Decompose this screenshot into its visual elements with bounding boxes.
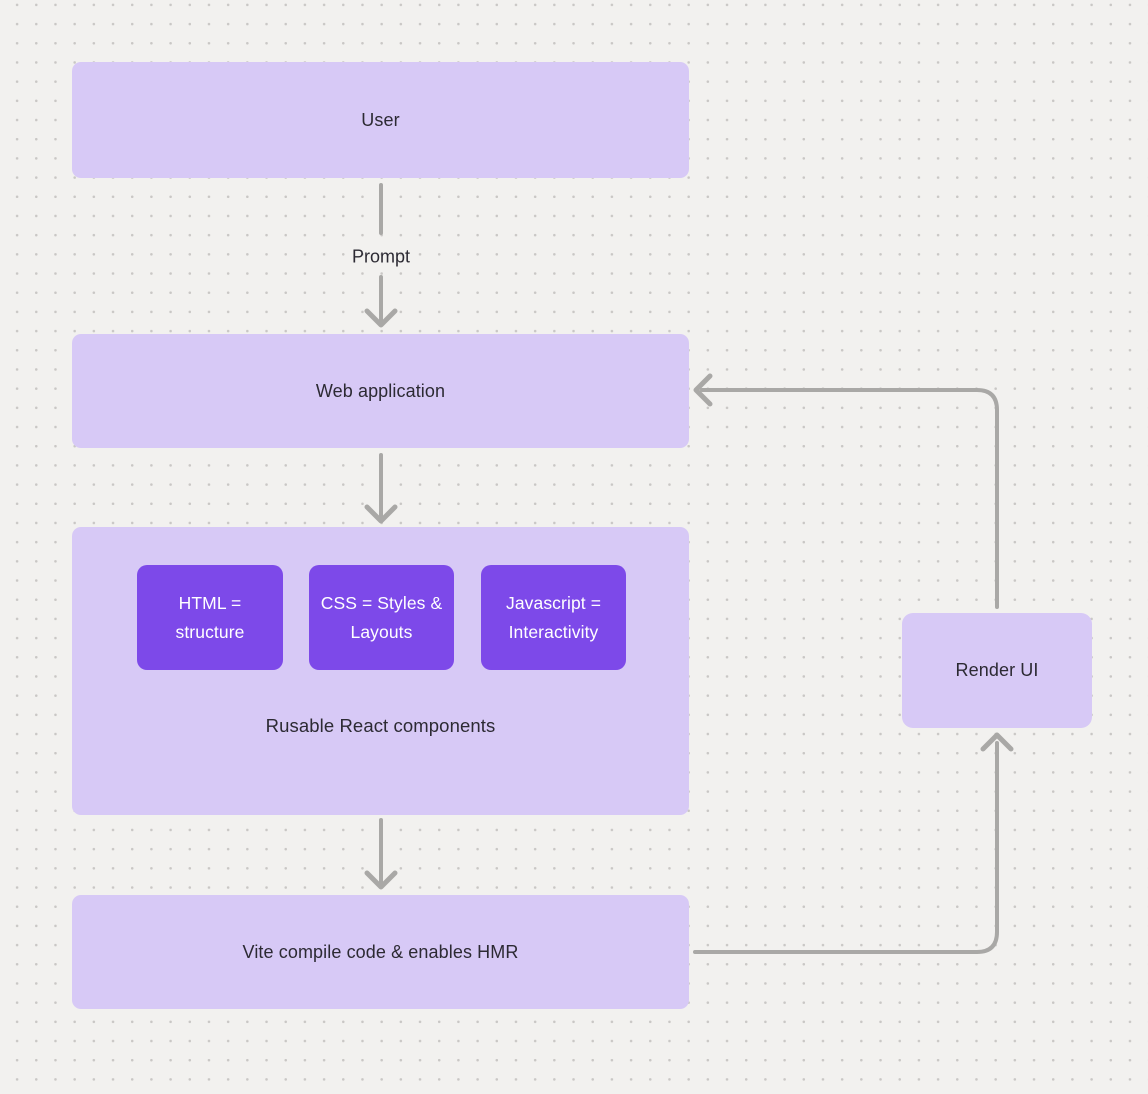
node-css[interactable]: CSS = Styles & Layouts — [309, 565, 454, 670]
node-user[interactable]: User — [72, 62, 689, 178]
edge-label-prompt[interactable]: Prompt — [351, 246, 411, 267]
node-user-label: User — [361, 109, 400, 130]
node-components-group[interactable]: HTML = structure CSS = Styles & Layouts … — [72, 527, 689, 815]
components-group-caption: Rusable React components — [265, 715, 496, 736]
node-vite[interactable]: Vite compile code & enables HMR — [72, 895, 689, 1009]
node-html[interactable]: HTML = structure — [137, 565, 283, 670]
edge-vite-to-render[interactable] — [693, 732, 1014, 954]
node-render-ui[interactable]: Render UI — [902, 613, 1092, 728]
node-javascript-label: Javascript = Interactivity — [505, 592, 602, 642]
node-html-label: HTML = structure — [175, 592, 245, 642]
node-css-label: CSS = Styles & Layouts — [320, 592, 443, 642]
edge-render-to-web[interactable] — [693, 373, 999, 609]
node-render-ui-label: Render UI — [955, 660, 1039, 680]
node-javascript[interactable]: Javascript = Interactivity — [481, 565, 626, 670]
edge-web-to-components[interactable] — [364, 453, 398, 524]
edge-components-to-vite[interactable] — [364, 818, 398, 890]
node-vite-label: Vite compile code & enables HMR — [242, 941, 519, 962]
node-web-application-label: Web application — [315, 380, 446, 401]
node-web-application[interactable]: Web application — [72, 334, 689, 448]
